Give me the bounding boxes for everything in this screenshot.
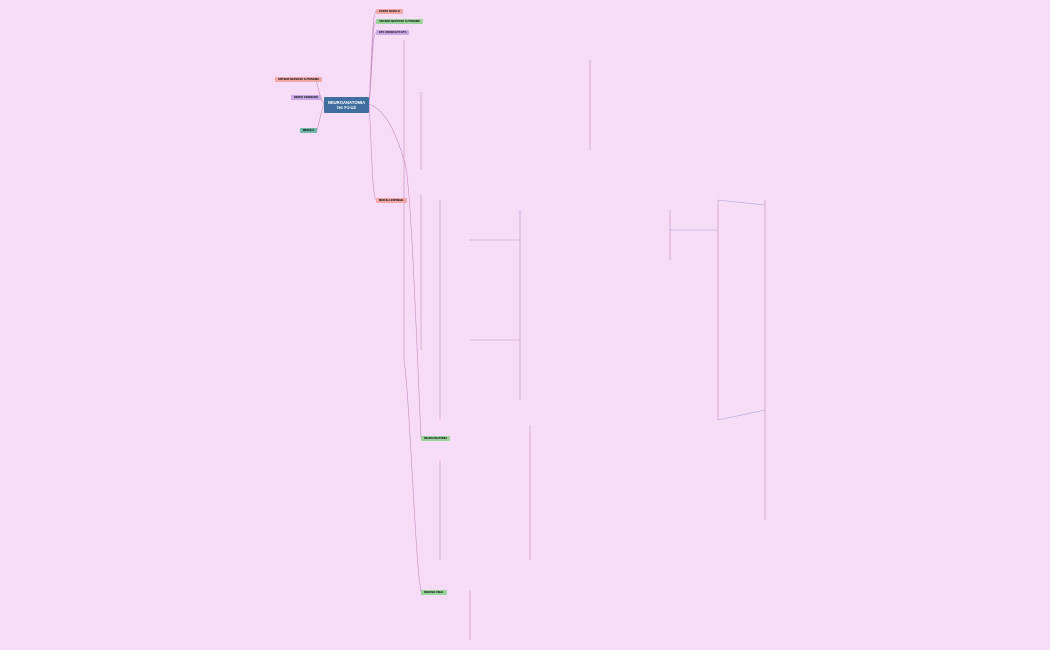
topic-resumo-final[interactable]: RESUMO FINAL [421, 590, 447, 595]
topic-medula[interactable]: MEDULA [300, 128, 318, 133]
topic-left-sna[interactable]: SISTEMA NERVOSO AUTONOMO [275, 77, 323, 82]
connector-line [314, 78, 325, 105]
topic-etc[interactable]: ETC VARIOS ETC ETC [376, 30, 410, 35]
connector-line [368, 103, 377, 201]
connector-line [316, 103, 325, 131]
topic-nervo-craniano[interactable]: NERVO CRANIANO [291, 95, 321, 100]
connector-line [368, 103, 405, 161]
connector-lines [314, 10, 766, 640]
connector-line [717, 409, 766, 421]
connector-line [717, 199, 766, 206]
central-topic-line1: NEUROANATOMIA [327, 100, 366, 105]
connector-line [403, 159, 422, 439]
topic-neuroanatomia-bottom[interactable]: NEUROANATOMIA [421, 436, 451, 441]
central-topic[interactable]: NEUROANATOMIA tec F1-U2 [324, 97, 369, 113]
topic-sistema-nervoso-autonomo[interactable]: SISTEMA NERVOSO AUTONOMO [376, 19, 424, 24]
connector-line [368, 31, 377, 105]
connector-line [403, 359, 422, 593]
topic-medula-espinhal[interactable]: MEDULA ESPINHAL [376, 198, 407, 203]
topic-ponto-novelo[interactable]: PONTO NOVELO [376, 9, 403, 14]
central-topic-line2: tec F1-U2 [337, 105, 356, 110]
